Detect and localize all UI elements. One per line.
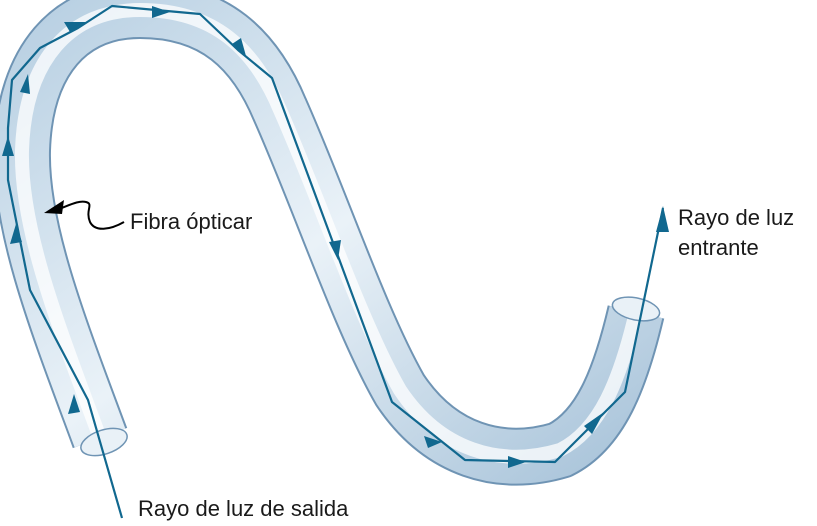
- ray-arrow: [68, 394, 80, 414]
- fiber-pointer: [44, 200, 125, 230]
- fiber-pointer-arrowhead: [44, 200, 64, 214]
- ray-arrow: [508, 456, 526, 468]
- fiber-highlight: [14, 2, 643, 464]
- ray-arrow: [64, 22, 86, 32]
- ray-arrow: [584, 412, 604, 434]
- ray-arrow: [232, 38, 246, 56]
- ray-arrow: [152, 6, 170, 18]
- fiber-pointer-line: [55, 200, 125, 230]
- ray-arrow: [20, 74, 30, 94]
- ray-arrow: [329, 240, 341, 260]
- incoming-ray-label-line2: entrante: [678, 235, 759, 260]
- ray-arrow: [2, 136, 14, 156]
- incoming-ray-label-line1: Rayo de luz: [678, 205, 795, 230]
- fiber-label: Fibra ópticar: [130, 209, 253, 234]
- fiber-end-outgoing: [80, 427, 128, 457]
- fiber-end-incoming: [611, 296, 661, 322]
- ray-arrow-incoming-tip: [656, 206, 669, 232]
- optical-fiber: [0, 0, 665, 486]
- ray-arrow: [10, 224, 22, 244]
- outgoing-ray-label: Rayo de luz de salida: [138, 496, 349, 521]
- ray-arrow: [424, 436, 442, 448]
- ray-arrows: [2, 6, 669, 468]
